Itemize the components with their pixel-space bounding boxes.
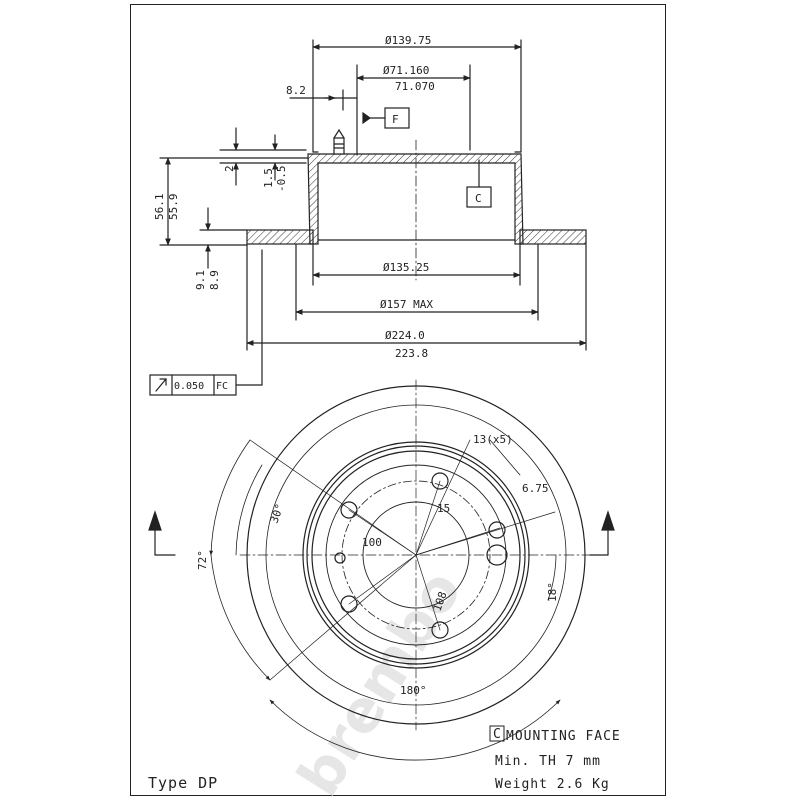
dim-height-56-1: 56.1 (153, 194, 166, 221)
dim-100: 100 (362, 536, 382, 549)
angle-72: 72° (196, 550, 209, 570)
dim-dia-224: Ø224.0 (385, 329, 425, 342)
section-arrows (148, 510, 615, 556)
angle-30: 30° (268, 502, 287, 525)
angle-180: 180° (400, 684, 427, 697)
dim-dia-223-8: 223.8 (395, 347, 428, 360)
front-view (148, 379, 615, 761)
dim-dia-135: Ø135.25 (383, 261, 429, 274)
wheel-stud (333, 128, 345, 155)
dim-108: 108 (431, 590, 450, 613)
dim-height-2: 2 (223, 165, 236, 172)
dim-tol-1: 1.5 (262, 168, 275, 188)
drawing-frame (130, 4, 666, 796)
datum-f-label: F (392, 113, 399, 126)
dim-15: 15 (437, 502, 450, 515)
type-label: Type DP (148, 774, 218, 792)
dim-6-75: 6.75 (522, 482, 549, 495)
dim-dia-71-160: Ø71.160 (383, 64, 429, 77)
dim-thick-9-1: 9.1 (194, 270, 207, 290)
legend-weight: Weight 2.6 Kg (495, 777, 610, 792)
legend-key: C (493, 727, 502, 742)
dim-height-55-9: 55.9 (167, 194, 180, 221)
dim-dia-157-max: Ø157 MAX (380, 298, 433, 311)
legend: C MOUNTING FACE Min. TH 7 mm Weight 2.6 … (148, 725, 621, 792)
dim-dia-139: Ø139.75 (385, 34, 431, 47)
tolerance-value: 0.050 (174, 381, 204, 392)
dim-thick-8-9: 8.9 (208, 270, 221, 290)
datum-c-label: C (475, 192, 482, 205)
bolt-holes (340, 472, 506, 639)
legend-min-thickness: Min. TH 7 mm (495, 754, 601, 769)
side-view-labels: Ø139.75 Ø71.160 71.070 8.2 F C 2 1.5 -0.… (153, 34, 482, 392)
tolerance-ref: FC (216, 381, 228, 392)
disc-section (246, 151, 587, 245)
front-view-labels: 13(x5) 6.75 15 100 108 30° 72° 18° 180° (196, 433, 559, 697)
dim-tol-2: -0.5 (275, 166, 288, 193)
dim-dia-71-070: 71.070 (395, 80, 435, 93)
legend-mounting-face: MOUNTING FACE (506, 729, 621, 744)
dim-holes: 13(x5) (473, 433, 513, 446)
angle-18: 18° (546, 582, 559, 602)
side-view (149, 39, 587, 396)
dim-offset: 8.2 (286, 84, 306, 97)
